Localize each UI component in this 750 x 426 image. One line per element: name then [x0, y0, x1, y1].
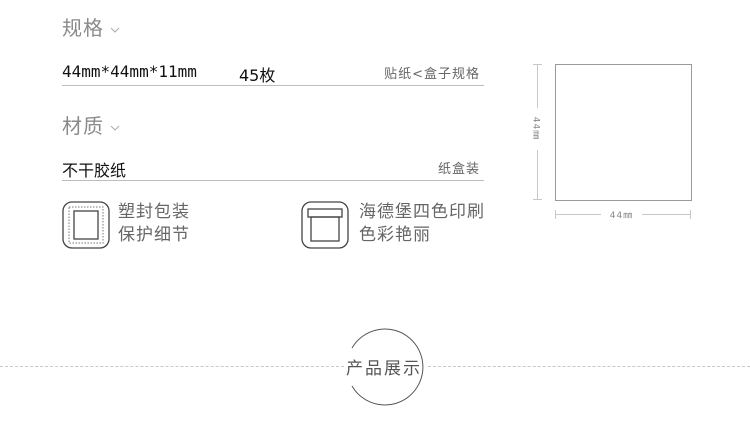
chevron-down-icon: [110, 27, 120, 33]
showcase-divider-right: [428, 366, 750, 367]
spec-size-value: 44mm*44mm*11mm: [62, 62, 197, 81]
feature-2-line2: 色彩艳丽: [359, 225, 431, 245]
material-section-title: 材质: [62, 110, 120, 139]
box-icon: [301, 201, 349, 249]
material-right-label: 纸盒装: [437, 162, 480, 177]
width-dim-label: 44㎜: [609, 211, 634, 221]
specs-row: 44mm*44mm*11mm 45枚 贴纸<盒子规格: [62, 60, 484, 86]
specs-title-text: 规格: [62, 16, 104, 40]
feature-box-printing: 海德堡四色印刷 色彩艳丽: [301, 201, 484, 253]
material-value: 不干胶纸: [62, 161, 127, 180]
specs-section-title: 规格: [62, 12, 120, 41]
width-dim-tick-right: [690, 210, 691, 219]
height-dim-line-lower: [537, 150, 538, 199]
showcase-circle-ornament: [351, 328, 424, 406]
material-row: 不干胶纸 纸盒装: [62, 155, 484, 181]
height-dim-label: 44㎜: [530, 116, 541, 141]
sticker-size-square: [555, 64, 692, 201]
chevron-down-icon: [110, 125, 120, 131]
spec-right-label: 贴纸<盒子规格: [384, 67, 480, 82]
height-dim-line-upper: [537, 64, 538, 108]
feature-1-line2: 保护细节: [118, 225, 190, 245]
feature-2-line1: 海德堡四色印刷: [359, 202, 485, 222]
showcase-divider-left: [0, 366, 344, 367]
sealed-package-icon: [62, 201, 110, 249]
showcase-title: 产品展示: [346, 359, 422, 379]
feature-1-line1: 塑封包装: [118, 202, 190, 222]
height-dim-tick-bottom: [533, 199, 542, 200]
spec-count-value: 45枚: [239, 66, 276, 85]
feature-sealed-package: 塑封包装 保护细节: [62, 201, 189, 253]
material-title-text: 材质: [62, 114, 104, 138]
width-dim-line-right: [642, 214, 690, 215]
width-dim-line-left: [555, 214, 601, 215]
